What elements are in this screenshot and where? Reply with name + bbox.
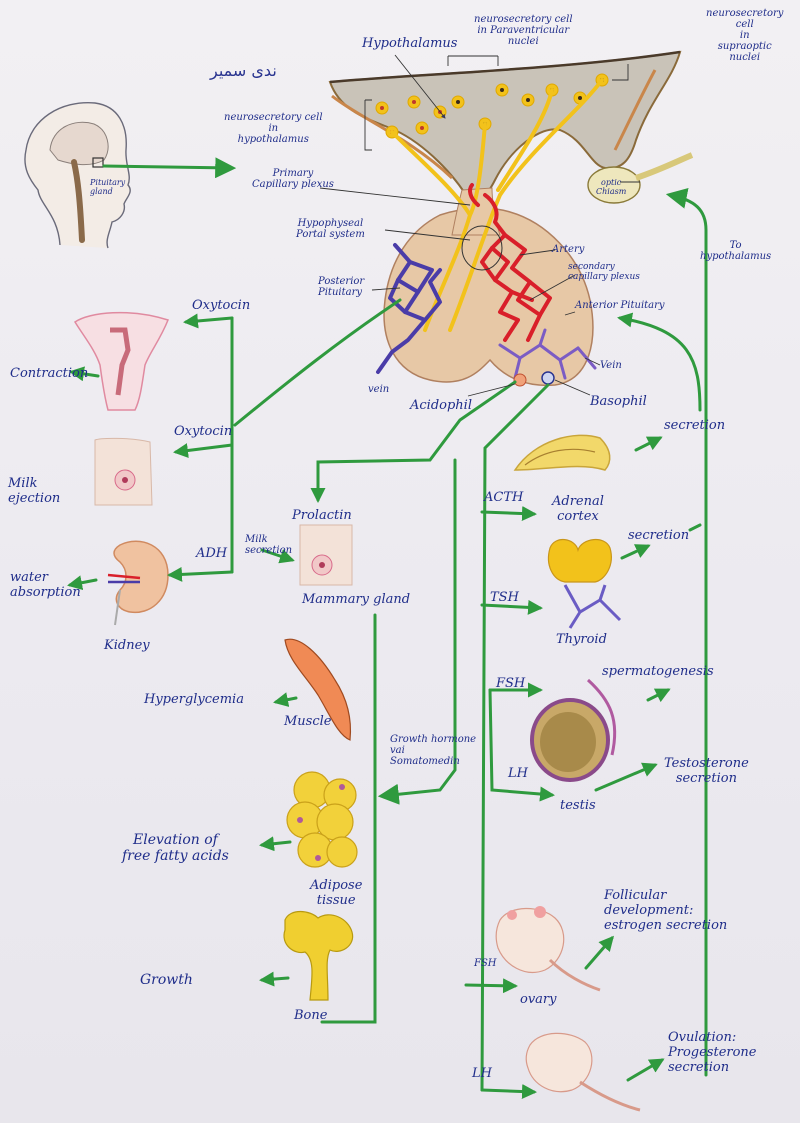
label-secretion-1: secretion bbox=[664, 418, 725, 433]
label-hypophyseal: Hypophyseal Portal system bbox=[296, 218, 365, 240]
label-adrenal-cortex: Adrenal cortex bbox=[552, 494, 604, 524]
bone-sketch bbox=[284, 912, 353, 1001]
thyroid-sketch bbox=[548, 540, 620, 628]
label-lh-ovary: LH bbox=[472, 1066, 492, 1081]
ovary-sketch-2 bbox=[526, 1033, 640, 1110]
label-secondary-plexus: secondary capillary plexus bbox=[568, 262, 640, 282]
label-optic-chiasm: optic Chiasm bbox=[596, 178, 626, 196]
label-growth-hormone: Growth hormone vai Somatomedin bbox=[390, 734, 476, 767]
label-milk-ejection: Milk ejection bbox=[8, 476, 60, 506]
label-hypothalamus: Hypothalamus bbox=[362, 36, 457, 51]
label-thyroid: Thyroid bbox=[556, 632, 607, 647]
label-kidney: Kidney bbox=[104, 638, 150, 653]
label-vein-right: Vein bbox=[600, 360, 622, 371]
mammary-gland-sketch bbox=[300, 525, 352, 585]
label-artery: Artery bbox=[552, 244, 584, 255]
kidney-sketch bbox=[108, 541, 168, 625]
label-milk-secretion: Milk secretion bbox=[245, 534, 292, 556]
label-supraoptic: neurosecretory cell in supraoptic nuclei bbox=[706, 8, 783, 63]
label-testosterone: Testosterone secretion bbox=[664, 756, 749, 786]
label-lh-testis: LH bbox=[508, 766, 528, 781]
label-acidophil: Acidophil bbox=[410, 398, 472, 413]
label-prolactin: Prolactin bbox=[292, 508, 352, 523]
label-vein-left: vein bbox=[368, 384, 389, 395]
adrenal-sketch bbox=[515, 435, 610, 470]
label-acth: ACTH bbox=[484, 490, 523, 505]
label-fsh-testis: FSH bbox=[496, 676, 525, 691]
label-mammary-gland: Mammary gland bbox=[302, 592, 410, 607]
label-oxytocin-top: Oxytocin bbox=[192, 298, 250, 313]
label-bone: Bone bbox=[294, 1008, 327, 1023]
label-ovulation: Ovulation: Progesterone secretion bbox=[668, 1030, 757, 1075]
label-adh: ADH bbox=[196, 546, 227, 561]
label-basophil: Basophil bbox=[590, 394, 647, 409]
label-muscle: Muscle bbox=[284, 714, 332, 729]
uterus-sketch bbox=[75, 313, 168, 410]
head-sagittal-sketch bbox=[25, 103, 130, 248]
label-oxytocin-mid: Oxytocin bbox=[174, 424, 232, 439]
label-neurosecretory-hypothalamus: neurosecretory cell in hypothalamus bbox=[224, 112, 323, 145]
label-elevation-ffa: Elevation of free fatty acids bbox=[122, 832, 229, 864]
label-water-absorption: water absorption bbox=[10, 570, 81, 600]
label-secretion-2: secretion bbox=[628, 528, 689, 543]
label-spermatogenesis: spermatogenesis bbox=[602, 664, 714, 679]
label-adipose-tissue: Adipose tissue bbox=[310, 878, 362, 908]
label-tsh: TSH bbox=[490, 590, 519, 605]
label-primary-plexus: Primary Capillary plexus bbox=[252, 168, 334, 190]
label-posterior-pituitary: Posterior Pituitary bbox=[318, 276, 364, 298]
label-pituitary-small: Pituitary gland bbox=[90, 178, 125, 196]
label-to-hypothalamus: To hypothalamus bbox=[700, 240, 771, 262]
testis-sketch bbox=[532, 680, 615, 780]
label-growth: Growth bbox=[140, 972, 193, 988]
label-hyperglycemia: Hyperglycemia bbox=[144, 692, 244, 707]
pituitary-gland bbox=[384, 188, 593, 385]
label-paraventricular: neurosecretory cell in Paraventricular n… bbox=[474, 14, 573, 47]
label-testis: testis bbox=[560, 798, 596, 813]
label-contraction: Contraction bbox=[10, 366, 88, 381]
label-fsh-ovary: FSH bbox=[474, 958, 497, 969]
ovary-sketch bbox=[496, 906, 600, 990]
label-follicular: Follicular development: estrogen secreti… bbox=[604, 888, 727, 933]
basophil-cell bbox=[542, 372, 554, 384]
acidophil-cell bbox=[514, 374, 526, 386]
breast-sketch bbox=[95, 438, 152, 505]
label-ovary: ovary bbox=[520, 992, 556, 1007]
label-anterior-pituitary: Anterior Pituitary bbox=[575, 300, 665, 311]
author-name: ندى سمير bbox=[210, 64, 277, 78]
